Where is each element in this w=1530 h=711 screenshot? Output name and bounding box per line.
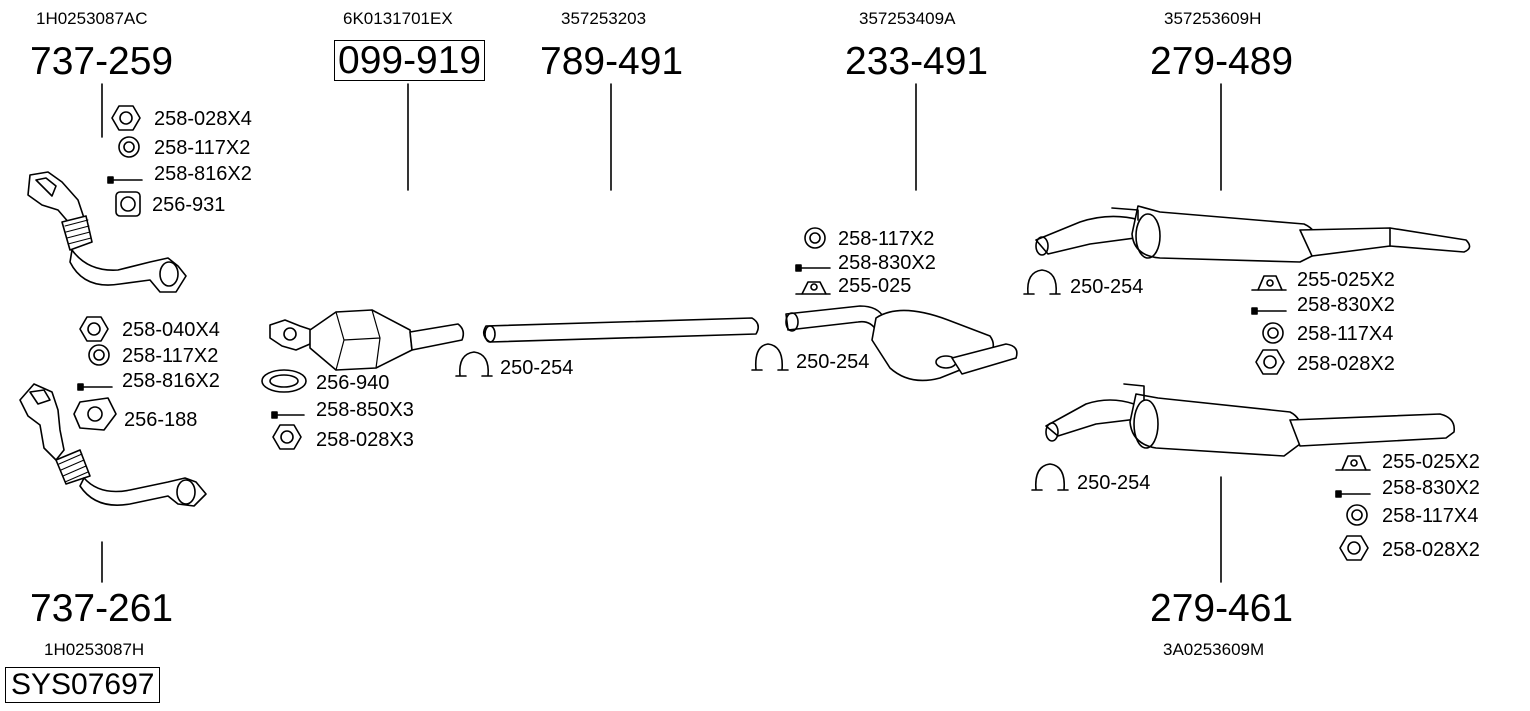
front-pipe-737-261 <box>19 383 207 507</box>
oem-number-279-489: 357253609H <box>1164 9 1262 28</box>
part-number-737-259[interactable]: 737-259 <box>30 40 174 83</box>
accessory-label-e2[interactable]: 258-117X2 <box>838 228 935 250</box>
gasket-icon-b4 <box>73 397 117 431</box>
nut-icon-b1 <box>79 316 109 342</box>
washer-icon-g4 <box>1346 504 1368 526</box>
hanger-icon-g2 <box>1335 455 1371 471</box>
front-pipe-737-259 <box>27 171 187 293</box>
nut-icon-g5 <box>1339 535 1369 561</box>
clamp-icon-g1 <box>1031 463 1069 491</box>
accessory-label-e3[interactable]: 258-830X2 <box>838 252 936 274</box>
hanger-icon-f2 <box>1251 275 1287 291</box>
accessory-label-a2[interactable]: 258-117X2 <box>154 137 251 159</box>
accessory-label-c2[interactable]: 258-850X3 <box>316 399 414 421</box>
accessory-label-e4[interactable]: 255-025 <box>838 275 912 297</box>
catalytic-converter <box>269 309 465 371</box>
accessory-label-g3[interactable]: 258-830X2 <box>1382 477 1480 499</box>
accessory-label-a1[interactable]: 258-028X4 <box>154 108 252 130</box>
bolt-icon-b3 <box>77 383 113 391</box>
part-number-279-461[interactable]: 279-461 <box>1150 587 1294 630</box>
accessory-label-e1[interactable]: 250-254 <box>796 351 870 373</box>
part-number-099-919[interactable]: 099-919 <box>334 40 486 81</box>
bolt-icon-e3 <box>795 264 831 272</box>
accessory-label-b1[interactable]: 258-040X4 <box>122 319 220 341</box>
part-number-789-491[interactable]: 789-491 <box>540 40 684 83</box>
bolt-icon-c2 <box>271 411 305 419</box>
accessory-label-b3[interactable]: 258-816X2 <box>122 370 220 392</box>
part-number-737-261[interactable]: 737-261 <box>30 587 174 630</box>
bolt-icon-f3 <box>1251 307 1287 315</box>
washer-icon-f4 <box>1262 322 1284 344</box>
oem-number-789-491: 357253203 <box>561 9 647 28</box>
accessory-label-a4[interactable]: 256-931 <box>152 194 226 216</box>
oem-number-737-261: 1H0253087H <box>44 640 145 659</box>
gasket-icon-a4 <box>115 191 141 217</box>
accessory-label-f5[interactable]: 258-028X2 <box>1297 353 1395 375</box>
accessory-label-c3[interactable]: 258-028X3 <box>316 429 414 451</box>
oem-number-279-461: 3A0253609M <box>1163 640 1265 659</box>
part-number-233-491[interactable]: 233-491 <box>845 40 989 83</box>
washer-icon-a2 <box>118 136 140 158</box>
accessory-label-g2[interactable]: 255-025X2 <box>1382 451 1480 473</box>
oem-number-737-259: 1H0253087AC <box>36 9 148 28</box>
bolt-icon-g3 <box>1335 490 1371 498</box>
accessory-label-b4[interactable]: 256-188 <box>124 409 198 431</box>
washer-icon-b2 <box>88 344 110 366</box>
accessory-label-d1[interactable]: 250-254 <box>500 357 574 379</box>
accessory-label-g1[interactable]: 250-254 <box>1077 472 1151 494</box>
accessory-label-f1[interactable]: 250-254 <box>1070 276 1144 298</box>
rear-silencer-279-489 <box>1035 205 1471 263</box>
accessory-label-f2[interactable]: 255-025X2 <box>1297 269 1395 291</box>
washer-icon-e2 <box>804 227 826 249</box>
accessory-label-f4[interactable]: 258-117X4 <box>1297 323 1394 345</box>
part-number-279-489[interactable]: 279-489 <box>1150 40 1294 83</box>
oem-number-099-919: 6K0131701EX <box>343 9 453 28</box>
clamp-icon-f1 <box>1023 269 1061 295</box>
bolt-icon-a3 <box>107 176 143 184</box>
rear-silencer-279-461 <box>1045 383 1456 457</box>
hanger-icon-e4 <box>795 281 831 295</box>
accessory-label-a3[interactable]: 258-816X2 <box>154 163 252 185</box>
nut-icon-f5 <box>1255 349 1285 375</box>
oem-number-233-491: 357253409A <box>859 9 956 28</box>
accessory-label-b2[interactable]: 258-117X2 <box>122 345 219 367</box>
nut-icon-c3 <box>272 424 302 450</box>
intermediate-pipe <box>482 317 760 343</box>
system-id-badge: SYS07697 <box>5 667 161 703</box>
clamp-icon-d1 <box>455 351 493 377</box>
accessory-label-f3[interactable]: 258-830X2 <box>1297 294 1395 316</box>
gasket-icon-c1 <box>261 369 307 393</box>
nut-icon-a1 <box>111 105 141 131</box>
accessory-label-g4[interactable]: 258-117X4 <box>1382 505 1479 527</box>
accessory-label-g5[interactable]: 258-028X2 <box>1382 539 1480 561</box>
clamp-icon-e1 <box>751 343 789 371</box>
accessory-label-c1[interactable]: 256-940 <box>316 372 390 394</box>
middle-silencer <box>785 305 1018 382</box>
